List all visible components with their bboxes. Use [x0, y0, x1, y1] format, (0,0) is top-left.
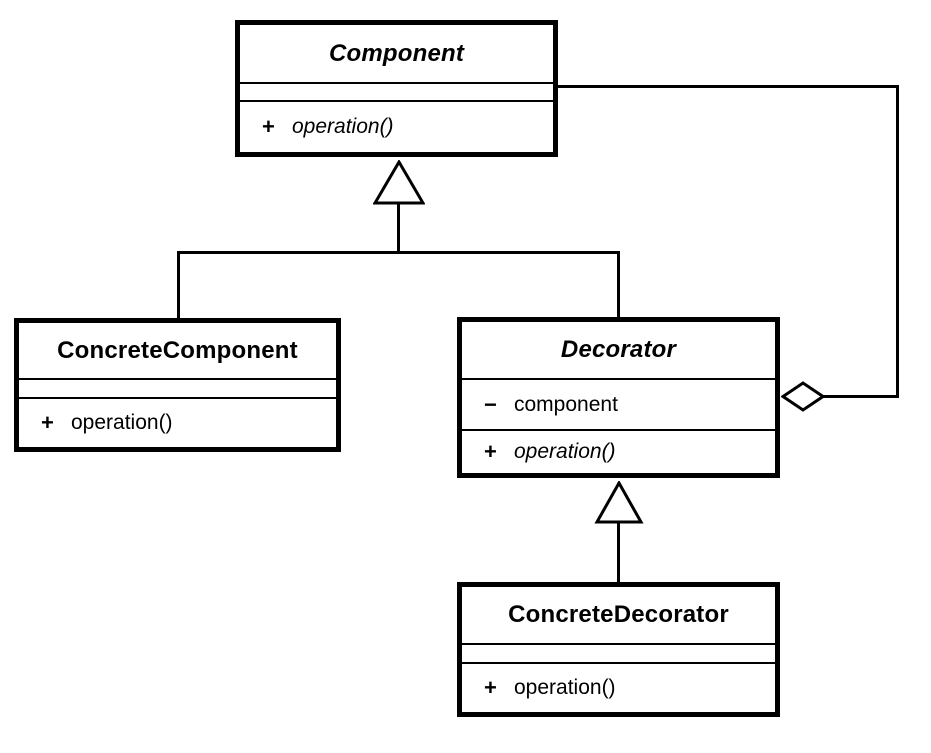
operation-row-concrete-decorator-operation[interactable]: + operation(): [462, 662, 775, 712]
class-name-concrete-component: ConcreteComponent: [19, 323, 336, 378]
operation-label-operation: operation(): [514, 676, 616, 699]
generalization-stem-component: [397, 200, 400, 254]
visibility-marker-private: −: [484, 391, 497, 417]
generalization-bus-line: [177, 251, 620, 254]
generalization-arrowhead-to-decorator: [594, 481, 644, 525]
visibility-marker-public: +: [41, 410, 54, 435]
attributes-compartment-concrete-decorator: [462, 643, 775, 662]
attributes-compartment-component: [240, 82, 553, 100]
attribute-label-component: component: [514, 392, 618, 416]
class-box-concrete-component[interactable]: ConcreteComponent + operation(): [14, 318, 341, 452]
aggregation-diamond-decorator: [781, 381, 825, 412]
generalization-stem-concrete-decorator: [617, 520, 620, 584]
class-name-component: Component: [240, 25, 553, 82]
attribute-row-decorator-component[interactable]: − component: [462, 378, 775, 429]
aggregation-line-horizontal-lower: [820, 395, 899, 398]
operation-label-operation: operation(): [514, 440, 616, 463]
aggregation-line-vertical: [896, 85, 899, 397]
operation-label-operation: operation(): [292, 115, 394, 138]
operation-label-operation: operation(): [71, 411, 173, 434]
attributes-compartment-concrete-component: [19, 378, 336, 397]
class-name-decorator: Decorator: [462, 322, 775, 378]
visibility-marker-public: +: [484, 439, 497, 464]
operation-row-concrete-component-operation[interactable]: + operation(): [19, 397, 336, 447]
class-box-decorator[interactable]: Decorator − component + operation(): [457, 317, 780, 478]
class-name-concrete-decorator: ConcreteDecorator: [462, 587, 775, 643]
operation-row-component-operation[interactable]: + operation(): [240, 100, 553, 152]
visibility-marker-public: +: [484, 675, 497, 700]
class-box-component[interactable]: Component + operation(): [235, 20, 558, 157]
generalization-branch-concrete-component: [177, 251, 180, 320]
operation-row-decorator-operation[interactable]: + operation(): [462, 429, 775, 473]
aggregation-line-horizontal-upper: [557, 85, 899, 88]
visibility-marker-public: +: [262, 114, 275, 139]
generalization-branch-decorator: [617, 251, 620, 320]
class-box-concrete-decorator[interactable]: ConcreteDecorator + operation(): [457, 582, 780, 717]
generalization-arrowhead-to-component: [373, 160, 425, 206]
